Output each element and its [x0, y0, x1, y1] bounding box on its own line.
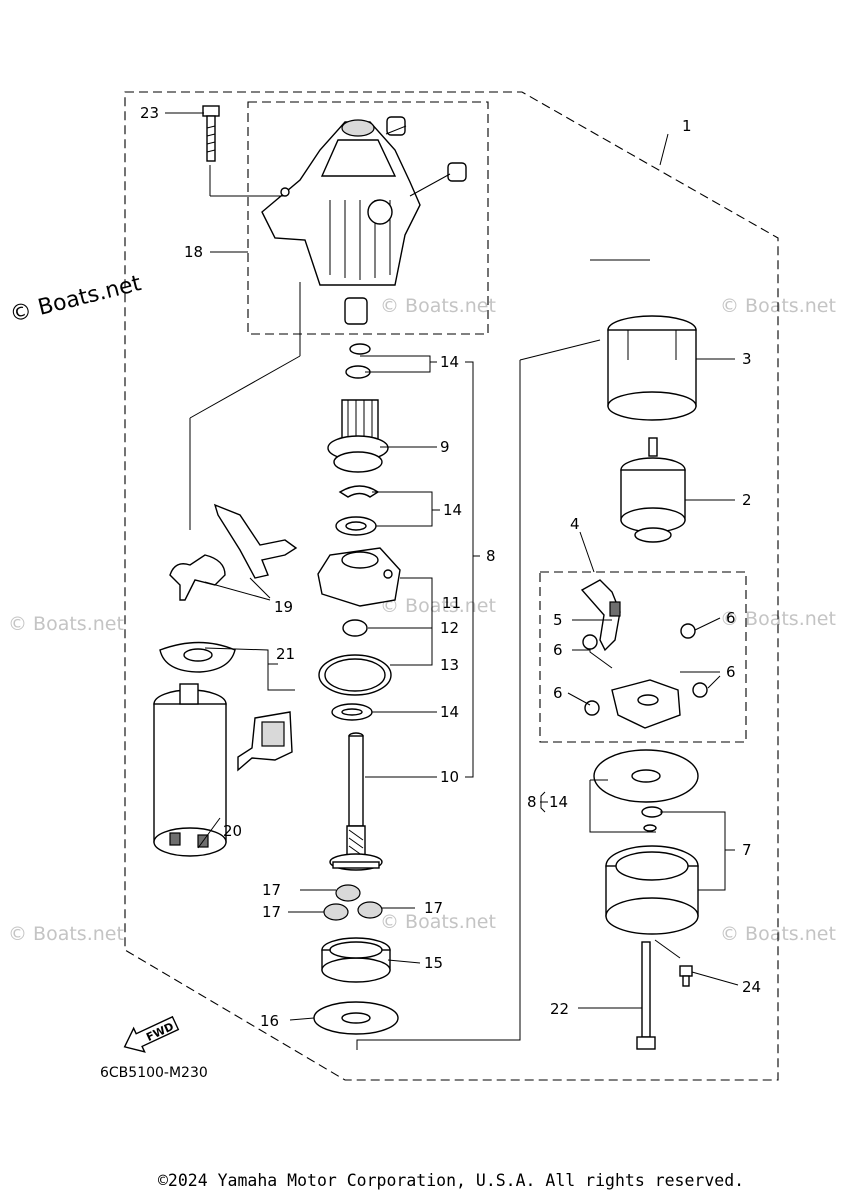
callout-6d: 6 — [553, 684, 563, 702]
armature-2 — [620, 437, 686, 543]
callout-8-group: 8 — [527, 793, 537, 811]
callout-10: 10 — [440, 768, 459, 786]
watermark-text: © Boats.net — [380, 911, 496, 933]
plate-16 — [313, 1001, 399, 1035]
bracket-glyph — [540, 791, 546, 813]
copyright-notice: ©2024 Yamaha Motor Corporation, U.S.A. A… — [158, 1171, 745, 1190]
callout-17b: 17 — [262, 903, 281, 921]
callout-5: 5 — [553, 611, 563, 629]
end-cover-7 — [605, 845, 699, 935]
callout-20: 20 — [223, 822, 242, 840]
fwd-arrow-icon: FWD — [123, 1015, 180, 1053]
circlip-14 — [345, 343, 371, 379]
callout-14d: 14 — [549, 793, 568, 811]
watermark-text: © Boats.net — [380, 295, 496, 317]
callout-8: 8 — [486, 547, 496, 565]
callout-12: 12 — [440, 619, 459, 637]
callout-18: 18 — [184, 243, 203, 261]
callout-2: 2 — [742, 491, 752, 509]
callout-17a: 17 — [262, 881, 281, 899]
bracket-11 — [317, 547, 401, 607]
leader-lines — [165, 112, 739, 1050]
watermark-text: © Boats.net — [7, 271, 144, 328]
internal-gear-15 — [321, 937, 391, 983]
callout-24: 24 — [742, 978, 761, 996]
callout-14c: 14 — [440, 703, 459, 721]
callout-7: 7 — [742, 841, 752, 859]
callout-17c: 17 — [424, 899, 443, 917]
bolt-23 — [202, 105, 220, 162]
callout-4: 4 — [570, 515, 580, 533]
housing-18 — [261, 116, 467, 325]
watermark-text: © Boats.net — [380, 595, 496, 617]
callout-11: 11 — [442, 594, 461, 612]
solenoid-20 — [153, 683, 227, 857]
callout-13: 13 — [440, 656, 459, 674]
washer-14 — [331, 703, 373, 721]
callout-19: 19 — [274, 598, 293, 616]
cover-21 — [237, 711, 293, 772]
clip-washer-14 — [335, 485, 380, 536]
diagram-code: 6CB5100-M230 — [100, 1065, 208, 1081]
callout-16: 16 — [260, 1012, 279, 1030]
yoke-3 — [607, 315, 697, 421]
pinion-gear-9 — [327, 399, 389, 473]
through-bolt-22 — [636, 941, 656, 1050]
gasket-21 — [159, 641, 236, 673]
gasket-13 — [318, 654, 392, 696]
watermark-text: © Boats.net — [8, 613, 124, 635]
brush-holder-5 — [580, 579, 621, 652]
screw-24 — [679, 965, 693, 987]
callout-15: 15 — [424, 954, 443, 972]
callout-6b: 6 — [553, 641, 563, 659]
callout-1: 1 — [682, 117, 692, 135]
callout-9: 9 — [440, 438, 450, 456]
callout-14a: 14 — [440, 353, 459, 371]
assembly-18-boundary — [247, 101, 489, 335]
watermark-text: © Boats.net — [8, 923, 124, 945]
shaft-10 — [329, 732, 383, 871]
assembly-1-boundary — [124, 91, 779, 1081]
callout-22: 22 — [550, 1000, 569, 1018]
callout-14b: 14 — [443, 501, 462, 519]
callout-6a: 6 — [726, 609, 736, 627]
bushing-12 — [342, 619, 368, 637]
callout-6c: 6 — [726, 663, 736, 681]
assembly-4-boundary — [539, 571, 747, 743]
planet-gears-17 — [323, 884, 383, 921]
callout-23: 23 — [140, 104, 159, 122]
callout-3: 3 — [742, 350, 752, 368]
lever-19 — [169, 503, 298, 601]
brush-plate-14 — [593, 749, 699, 832]
callout-labels: 1 2 3 4 5 6 6 6 6 7 8 9 10 11 12 13 14 1… — [140, 104, 761, 1030]
brushes-6 — [582, 623, 708, 729]
callout-21: 21 — [276, 645, 295, 663]
